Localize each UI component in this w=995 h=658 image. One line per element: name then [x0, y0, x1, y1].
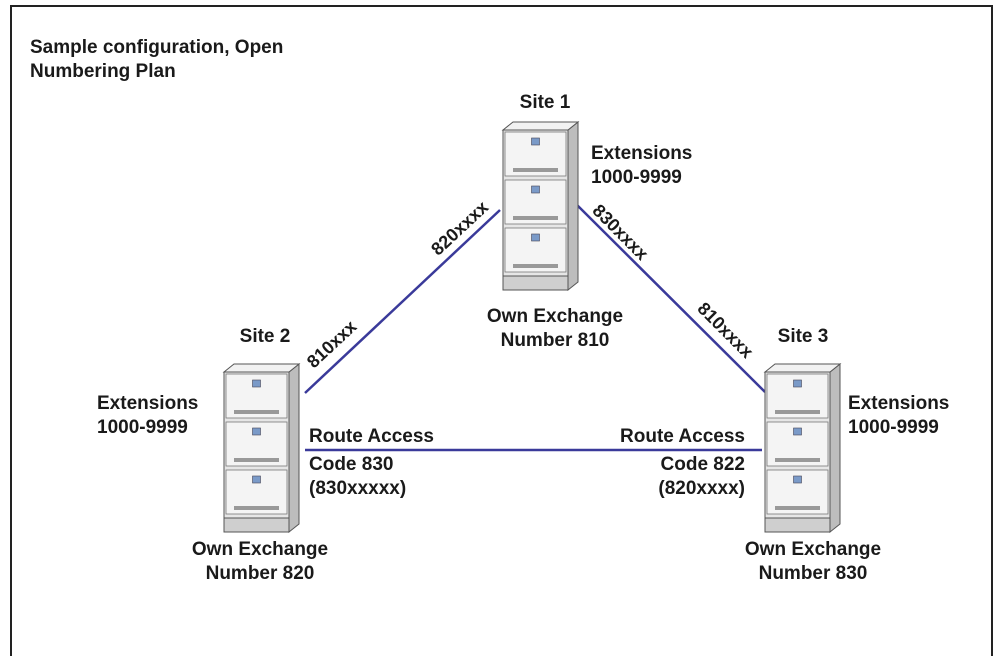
route-access-site3-line3: (820xxxx): [658, 478, 745, 499]
shelf-rail: [234, 458, 279, 462]
shelf-led: [793, 379, 802, 388]
shelf-rail: [513, 264, 558, 268]
cabinet-side: [288, 362, 300, 534]
site3-extensions-range: 1000-9999: [848, 417, 939, 438]
site3-cabinet: [763, 362, 842, 534]
site1-extensions-range: 1000-9999: [591, 167, 682, 188]
shelf-rail: [513, 168, 558, 172]
diagram-frame: [10, 5, 993, 656]
link-site1-site3: [574, 202, 766, 393]
shelf-led: [531, 137, 540, 146]
cabinet-top: [501, 121, 580, 131]
shelf-led: [793, 427, 802, 436]
site3-extensions-label: Extensions: [848, 393, 950, 414]
shelf-led: [252, 427, 261, 436]
route-access-site3-line2: Code 822: [660, 454, 745, 475]
shelf-rail: [234, 410, 279, 414]
route-access-site2-line3: (830xxxxx): [309, 478, 407, 499]
site3-own-exchange-label: Own Exchange: [744, 539, 882, 560]
shelf-rail: [775, 506, 820, 510]
site1-cabinet: [501, 120, 580, 292]
cabinet-side: [829, 362, 841, 534]
shelf-rail: [775, 410, 820, 414]
site1-extensions-label: Extensions: [591, 143, 693, 164]
link-site1-site2: [304, 209, 501, 394]
shelf-rail: [775, 458, 820, 462]
route-access-site2-line1: Route Access: [309, 426, 434, 447]
cabinet-top: [222, 363, 301, 373]
cabinet-side: [567, 120, 579, 292]
shelf-led: [252, 475, 261, 484]
site2-extensions-range: 1000-9999: [97, 417, 188, 438]
site2-own-exchange-label: Own Exchange: [191, 539, 329, 560]
site2-own-exchange-number: Number 820: [205, 563, 315, 584]
site2-name: Site 2: [239, 326, 291, 347]
site3-name: Site 3: [777, 326, 829, 347]
shelf-led: [531, 185, 540, 194]
cabinet-base: [223, 517, 290, 533]
site1-own-exchange-number: Number 810: [500, 330, 610, 351]
shelf-led: [252, 379, 261, 388]
page-title: Sample configuration, Open Numbering Pla…: [30, 37, 284, 82]
cabinet-top: [763, 363, 842, 373]
shelf-rail: [513, 216, 558, 220]
site2-cabinet: [222, 362, 301, 534]
site2-extensions-label: Extensions: [97, 393, 199, 414]
shelf-led: [531, 233, 540, 242]
shelf-led: [793, 475, 802, 484]
cabinet-base: [502, 275, 569, 291]
route-access-site2-line2: Code 830: [309, 454, 394, 475]
route-access-site3-line1: Route Access: [620, 426, 745, 447]
site1-own-exchange-label: Own Exchange: [486, 306, 624, 327]
shelf-rail: [234, 506, 279, 510]
cabinet-base: [764, 517, 831, 533]
site1-name: Site 1: [519, 92, 571, 113]
site3-own-exchange-number: Number 830: [758, 563, 868, 584]
